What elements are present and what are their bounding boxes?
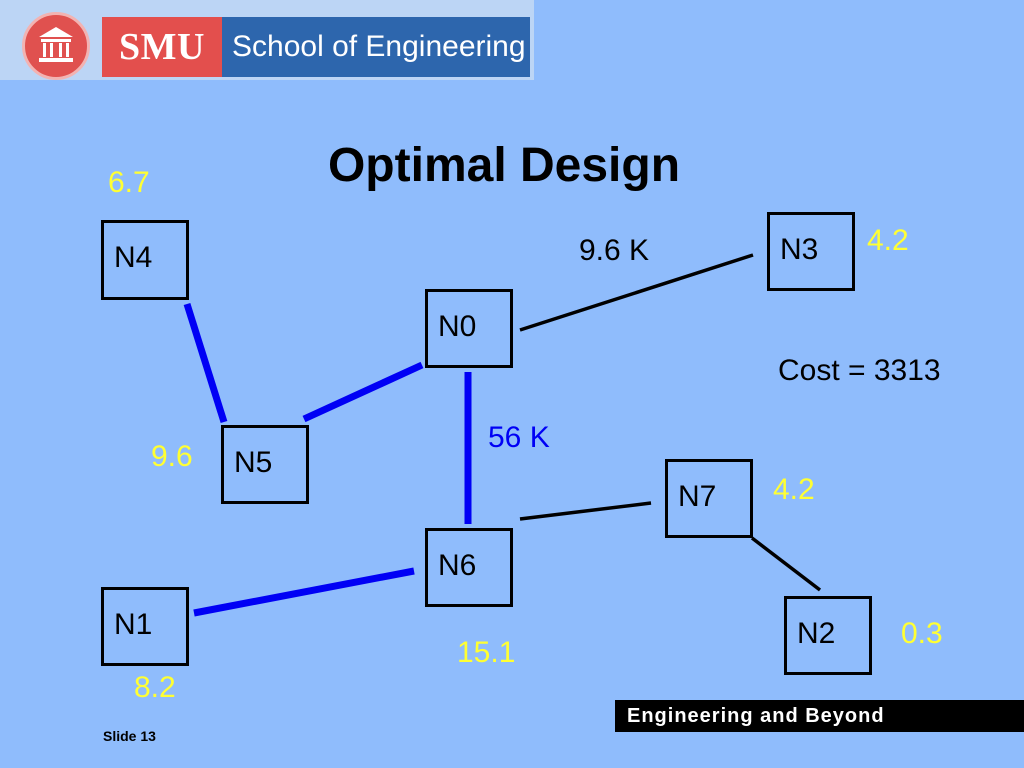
node-n2: N2 (784, 596, 872, 675)
node-n0: N0 (425, 289, 513, 368)
node-n1: N1 (101, 587, 189, 666)
link-label-n0-n6: 56 K (488, 421, 550, 454)
node-n7: N7 (665, 459, 753, 538)
link-n5-n0 (302, 361, 424, 423)
link-label-n0-n3: 9.6 K (579, 234, 650, 267)
link-n6-n7 (519, 501, 652, 521)
value-n2: 0.3 (901, 617, 943, 650)
cost-label: Cost = 3313 (778, 354, 941, 387)
slide-title: Optimal Design (327, 139, 681, 192)
link-n0-n3 (519, 253, 754, 332)
value-n4: 6.7 (108, 166, 150, 199)
slide-number: Slide 13 (103, 728, 156, 744)
node-n3: N3 (767, 212, 855, 291)
footer-tagline: Engineering and Beyond (615, 700, 1024, 732)
node-n5: N5 (221, 425, 309, 504)
node-n4: N4 (101, 220, 189, 300)
link-n6-n1 (193, 567, 415, 617)
value-n3: 4.2 (867, 224, 909, 257)
value-n1: 8.2 (134, 671, 176, 704)
value-n5: 9.6 (151, 440, 193, 473)
header-logo: SMU School of Engineering (0, 0, 534, 80)
university-seal-icon (22, 12, 90, 80)
link-n7-n2 (750, 536, 822, 592)
link-n4-n5 (183, 302, 228, 424)
brand-short: SMU (102, 17, 222, 77)
value-n6: 15.1 (457, 636, 516, 669)
value-n7: 4.2 (773, 473, 815, 506)
node-n6: N6 (425, 528, 513, 607)
brand-long: School of Engineering (222, 17, 530, 77)
